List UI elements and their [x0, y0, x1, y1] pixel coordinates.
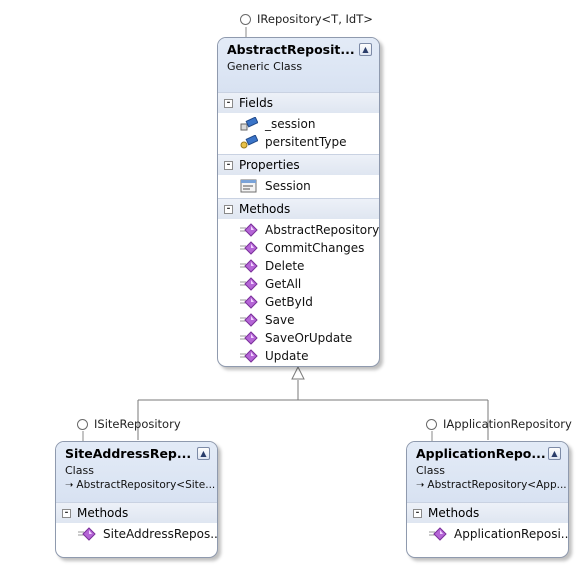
member-method[interactable]: ApplicationReposi... — [407, 525, 568, 543]
interface-irepository: IRepository<T, IdT> — [240, 11, 373, 27]
section-methods-header[interactable]: - Methods — [407, 502, 568, 523]
collapse-toggle-icon[interactable]: - — [224, 160, 233, 170]
class-abstract-repository[interactable]: AbstractReposit... Generic Class ▲ - Fie… — [217, 37, 380, 367]
double-chevron-up-icon[interactable]: ▲ — [359, 43, 372, 56]
section-title: Methods — [428, 506, 480, 520]
interface-isiterepository: ISiteRepository — [77, 416, 181, 432]
member-label: Save — [265, 313, 295, 327]
collapse-toggle-icon[interactable]: - — [224, 98, 233, 108]
class-header[interactable]: AbstractReposit... Generic Class ▲ — [218, 38, 379, 92]
double-chevron-up-icon[interactable]: ▲ — [197, 447, 210, 460]
member-label: GetAll — [265, 277, 302, 291]
section-title: Fields — [239, 96, 273, 110]
member-label: Session — [265, 179, 311, 193]
method-icon — [78, 527, 96, 541]
base-class: ➝ AbstractRepository<Site... — [65, 479, 215, 491]
interface-lollipop-icon — [77, 418, 88, 430]
interface-name: IApplicationRepository — [443, 417, 572, 431]
member-label: CommitChanges — [265, 241, 365, 255]
class-header[interactable]: ApplicationRepo... Class ➝ AbstractRepos… — [407, 442, 568, 502]
method-icon — [240, 331, 258, 345]
member-label: persitentType — [265, 135, 347, 149]
section-properties-body: Session — [218, 175, 379, 198]
property-icon — [240, 179, 258, 193]
section-methods-header[interactable]: - Methods — [218, 198, 379, 219]
member-method[interactable]: SaveOrUpdate — [218, 329, 379, 347]
interface-name: IRepository<T, IdT> — [257, 12, 373, 26]
method-icon — [240, 277, 258, 291]
private-field-icon — [240, 117, 258, 131]
double-chevron-up-icon[interactable]: ▲ — [548, 447, 561, 460]
section-fields-body: _session persitentType — [218, 113, 379, 154]
member-property[interactable]: Session — [218, 177, 379, 195]
member-method[interactable]: CommitChanges — [218, 239, 379, 257]
section-methods-header[interactable]: - Methods — [56, 502, 217, 523]
base-class: ➝ AbstractRepository<App... — [416, 479, 567, 491]
member-label: GetById — [265, 295, 313, 309]
inheritance-arrow-icon — [291, 365, 305, 380]
method-icon — [429, 527, 447, 541]
member-method[interactable]: Update — [218, 347, 379, 365]
member-method[interactable]: SiteAddressRepos... — [56, 525, 217, 543]
inherits-arrow-icon: ➝ — [416, 479, 425, 491]
member-method[interactable]: GetAll — [218, 275, 379, 293]
member-label: AbstractRepository — [265, 223, 380, 237]
member-field[interactable]: _session — [218, 115, 379, 133]
class-header[interactable]: SiteAddressRep... Class ➝ AbstractReposi… — [56, 442, 217, 502]
class-kind: Class — [65, 464, 94, 477]
class-site-address-repository[interactable]: SiteAddressRep... Class ➝ AbstractReposi… — [55, 441, 218, 558]
member-label: SiteAddressRepos... — [103, 527, 218, 541]
member-method[interactable]: Delete — [218, 257, 379, 275]
class-name: AbstractReposit... — [227, 42, 355, 57]
member-label: Update — [265, 349, 309, 363]
class-kind: Generic Class — [227, 60, 303, 73]
class-application-repository[interactable]: ApplicationRepo... Class ➝ AbstractRepos… — [406, 441, 569, 558]
method-icon — [240, 223, 258, 237]
section-title: Methods — [239, 202, 291, 216]
member-field[interactable]: persitentType — [218, 133, 379, 151]
method-icon — [240, 295, 258, 309]
class-name: ApplicationRepo... — [416, 446, 546, 461]
interface-lollipop-icon — [240, 13, 251, 25]
member-method[interactable]: GetById — [218, 293, 379, 311]
inherits-arrow-icon: ➝ — [65, 479, 74, 491]
interface-iapplicationrepository: IApplicationRepository — [426, 416, 572, 432]
base-class-name: AbstractRepository<Site... — [76, 479, 216, 491]
member-method[interactable]: Save — [218, 311, 379, 329]
base-class-name: AbstractRepository<App... — [427, 479, 567, 491]
interface-lollipop-icon — [426, 418, 437, 430]
interface-name: ISiteRepository — [94, 417, 181, 431]
section-methods-body: SiteAddressRepos... — [56, 523, 217, 546]
class-name: SiteAddressRep... — [65, 446, 192, 461]
method-icon — [240, 313, 258, 327]
member-label: SaveOrUpdate — [265, 331, 353, 345]
collapse-toggle-icon[interactable]: - — [224, 204, 233, 214]
protected-field-icon — [240, 135, 258, 149]
section-properties-header[interactable]: - Properties — [218, 154, 379, 175]
method-icon — [240, 241, 258, 255]
collapse-toggle-icon[interactable]: - — [62, 508, 71, 518]
class-kind: Class — [416, 464, 445, 477]
member-label: Delete — [265, 259, 305, 273]
member-label: _session — [265, 117, 316, 131]
method-icon — [240, 259, 258, 273]
member-label: ApplicationReposi... — [454, 527, 569, 541]
member-method[interactable]: AbstractRepository — [218, 221, 379, 239]
collapse-toggle-icon[interactable]: - — [413, 508, 422, 518]
section-title: Properties — [239, 158, 300, 172]
section-fields-header[interactable]: - Fields — [218, 92, 379, 113]
section-methods-body: ApplicationReposi... — [407, 523, 568, 546]
section-title: Methods — [77, 506, 129, 520]
method-icon — [240, 349, 258, 363]
